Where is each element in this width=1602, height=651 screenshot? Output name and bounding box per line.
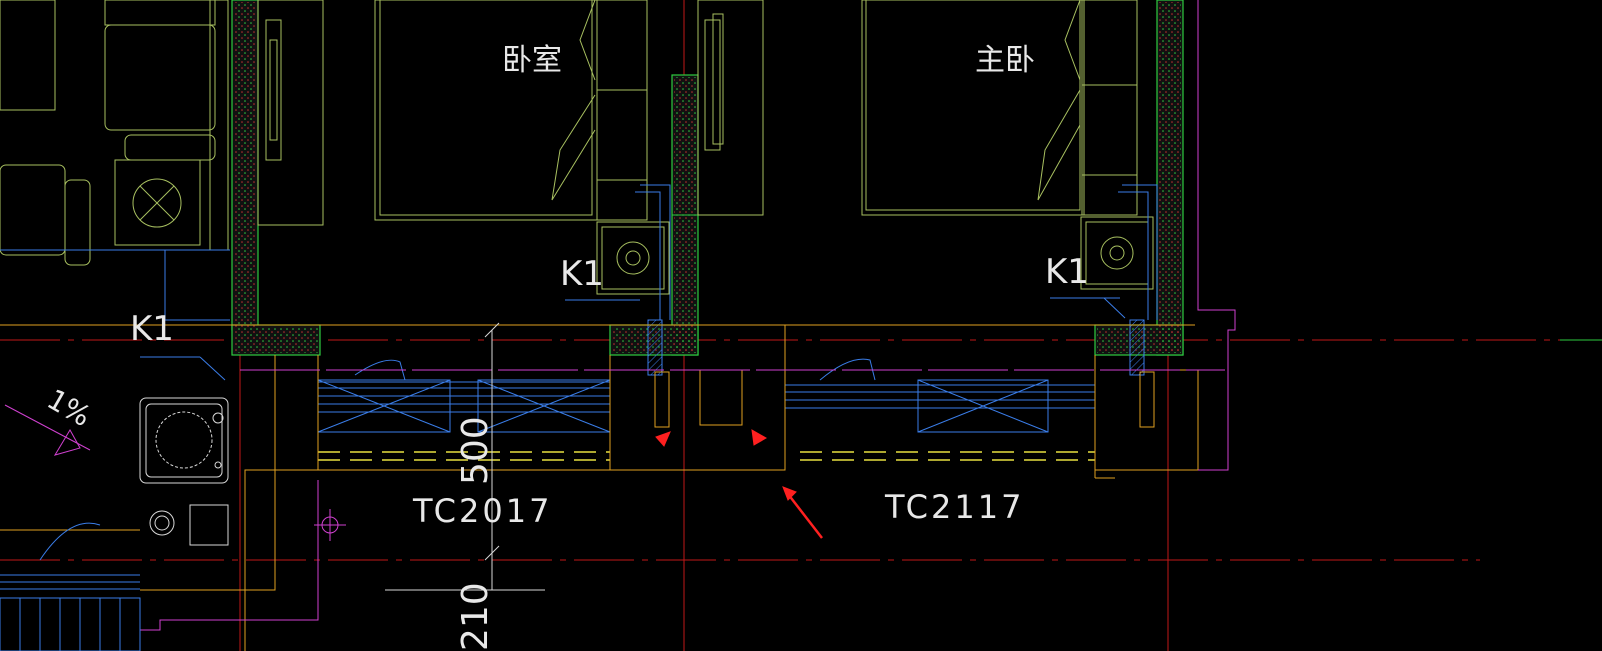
room-label-master-bedroom: 主卧 [975, 43, 1035, 78]
window-sashes [317, 358, 1095, 433]
wall-hatch [234, 2, 1181, 353]
left-blinds [0, 522, 141, 651]
ac-label-k1-living: K1 [130, 309, 174, 349]
drain-pipes [647, 319, 1145, 376]
dimension-line [385, 322, 545, 591]
dimension-500: 500 [455, 416, 496, 485]
slope-label: 1% [42, 382, 97, 433]
laundry-fixtures [139, 397, 229, 546]
ac-label-k1-master: K1 [1045, 252, 1089, 292]
red-arrows [655, 429, 823, 539]
blue-lines [0, 184, 1158, 381]
furniture [0, 0, 1154, 295]
ac-label-k1-bedroom: K1 [560, 254, 604, 294]
sill-lines [318, 451, 1095, 461]
window-label-tc2017: TC2017 [412, 492, 552, 530]
dimension-210: 210 [455, 582, 496, 651]
room-label-bedroom: 卧室 [502, 43, 562, 78]
window-label-tc2117: TC2117 [884, 488, 1024, 526]
